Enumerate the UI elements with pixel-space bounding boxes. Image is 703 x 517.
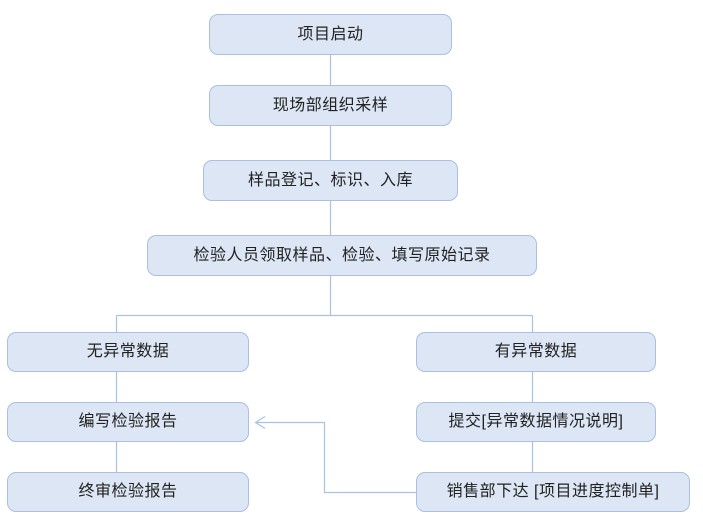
flow-node-label: 现场部组织采样 [272, 96, 389, 114]
flow-node-submit-abnormal-explanation[interactable]: 提交[异常数据情况说明] [416, 402, 656, 442]
flow-node-label: 销售部下达 [项目进度控制单] [446, 483, 660, 501]
flow-node-label: 编写检验报告 [78, 413, 178, 431]
flow-node-label: 样品登记、标识、入库 [247, 171, 413, 189]
flow-node-label: 无异常数据 [86, 343, 170, 361]
flow-node-write-report[interactable]: 编写检验报告 [7, 402, 249, 442]
flow-node-label: 检验人员领取样品、检验、填写原始记录 [193, 246, 491, 264]
flow-node-label: 有异常数据 [494, 343, 578, 361]
flow-node-project-start[interactable]: 项目启动 [209, 14, 452, 55]
flow-node-sales-dept-issue-order[interactable]: 销售部下达 [项目进度控制单] [416, 472, 690, 512]
flow-node-label: 终审检验报告 [78, 483, 178, 501]
connector-feedback-n10-n7 [257, 421, 416, 494]
flow-node-no-abnormal-data[interactable]: 无异常数据 [7, 332, 249, 372]
flow-node-has-abnormal-data[interactable]: 有异常数据 [416, 332, 656, 372]
flow-node-field-sampling[interactable]: 现场部组织采样 [209, 85, 452, 126]
flow-node-label: 提交[异常数据情况说明] [448, 413, 624, 431]
flow-node-sample-registration[interactable]: 样品登记、标识、入库 [203, 160, 458, 201]
flow-node-final-report-review[interactable]: 终审检验报告 [7, 472, 249, 512]
flow-node-label: 项目启动 [297, 25, 364, 43]
arrowhead-icon-feedback [254, 415, 266, 430]
flow-node-inspection-record[interactable]: 检验人员领取样品、检验、填写原始记录 [147, 235, 537, 276]
